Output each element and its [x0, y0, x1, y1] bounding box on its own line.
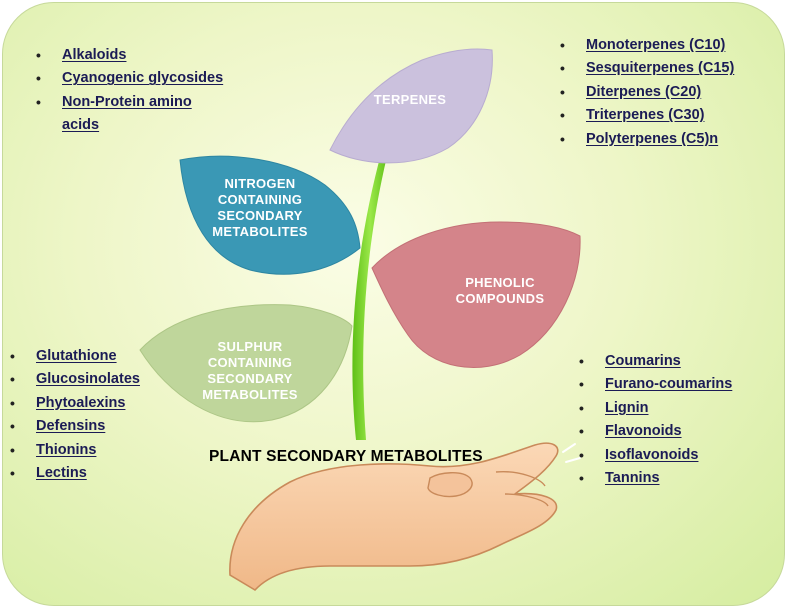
- list-item: Flavonoids: [579, 420, 732, 444]
- list-item: Glucosinolates: [10, 368, 140, 392]
- list-item-continuation: acids: [62, 117, 100, 134]
- phenolic-leaf: [371, 221, 581, 368]
- list-item: Diterpenes (C20): [560, 81, 734, 105]
- list-item: Coumarins: [579, 350, 732, 374]
- terpenes-leaf: [329, 48, 493, 164]
- list-item: Glutathione: [10, 345, 140, 369]
- sulphur-compounds-list: Glutathione Glucosinolates Phytoalexins …: [10, 345, 140, 486]
- hand-illustration: [229, 442, 581, 592]
- plant-stem: [352, 150, 388, 440]
- phenolic-compounds-list: Coumarins Furano-coumarins Lignin Flavon…: [579, 350, 732, 491]
- sulphur-leaf: [139, 304, 353, 423]
- list-item: Tannins: [579, 467, 732, 491]
- list-item: Alkaloids: [36, 44, 223, 68]
- list-item: Isoflavonoids: [579, 444, 732, 468]
- list-item: Thionins: [10, 439, 140, 463]
- list-item: Lectins: [10, 462, 140, 486]
- list-item: Lignin: [579, 397, 732, 421]
- list-item: Monoterpenes (C10): [560, 34, 734, 58]
- phenolic-leaf-label: PHENOLIC COMPOUNDS: [455, 275, 545, 306]
- list-item: Furano-coumarins: [579, 373, 732, 397]
- terpenes-leaf-label: TERPENES: [373, 92, 447, 107]
- terpenes-list: Monoterpenes (C10) Sesquiterpenes (C15) …: [560, 34, 734, 151]
- nitrogen-leaf-label: NITROGEN CONTAINING SECONDARY METABOLITE…: [212, 176, 308, 239]
- nitrogen-compounds-list: Alkaloids Cyanogenic glycosides Non-Prot…: [36, 44, 223, 138]
- list-item: Phytoalexins: [10, 392, 140, 416]
- list-item: Polyterpenes (C5)n: [560, 128, 734, 152]
- list-item: Cyanogenic glycosides: [36, 67, 223, 91]
- list-item: Defensins: [10, 415, 140, 439]
- list-item: Sesquiterpenes (C15): [560, 57, 734, 81]
- sulphur-leaf-label: SULPHUR CONTAINING SECONDARY METABOLITES: [202, 339, 298, 402]
- diagram-title: PLANT SECONDARY METABOLITES: [209, 448, 483, 465]
- list-item: Non-Protein amino: [36, 91, 223, 115]
- nitrogen-leaf: [179, 155, 361, 275]
- list-item: Triterpenes (C30): [560, 104, 734, 128]
